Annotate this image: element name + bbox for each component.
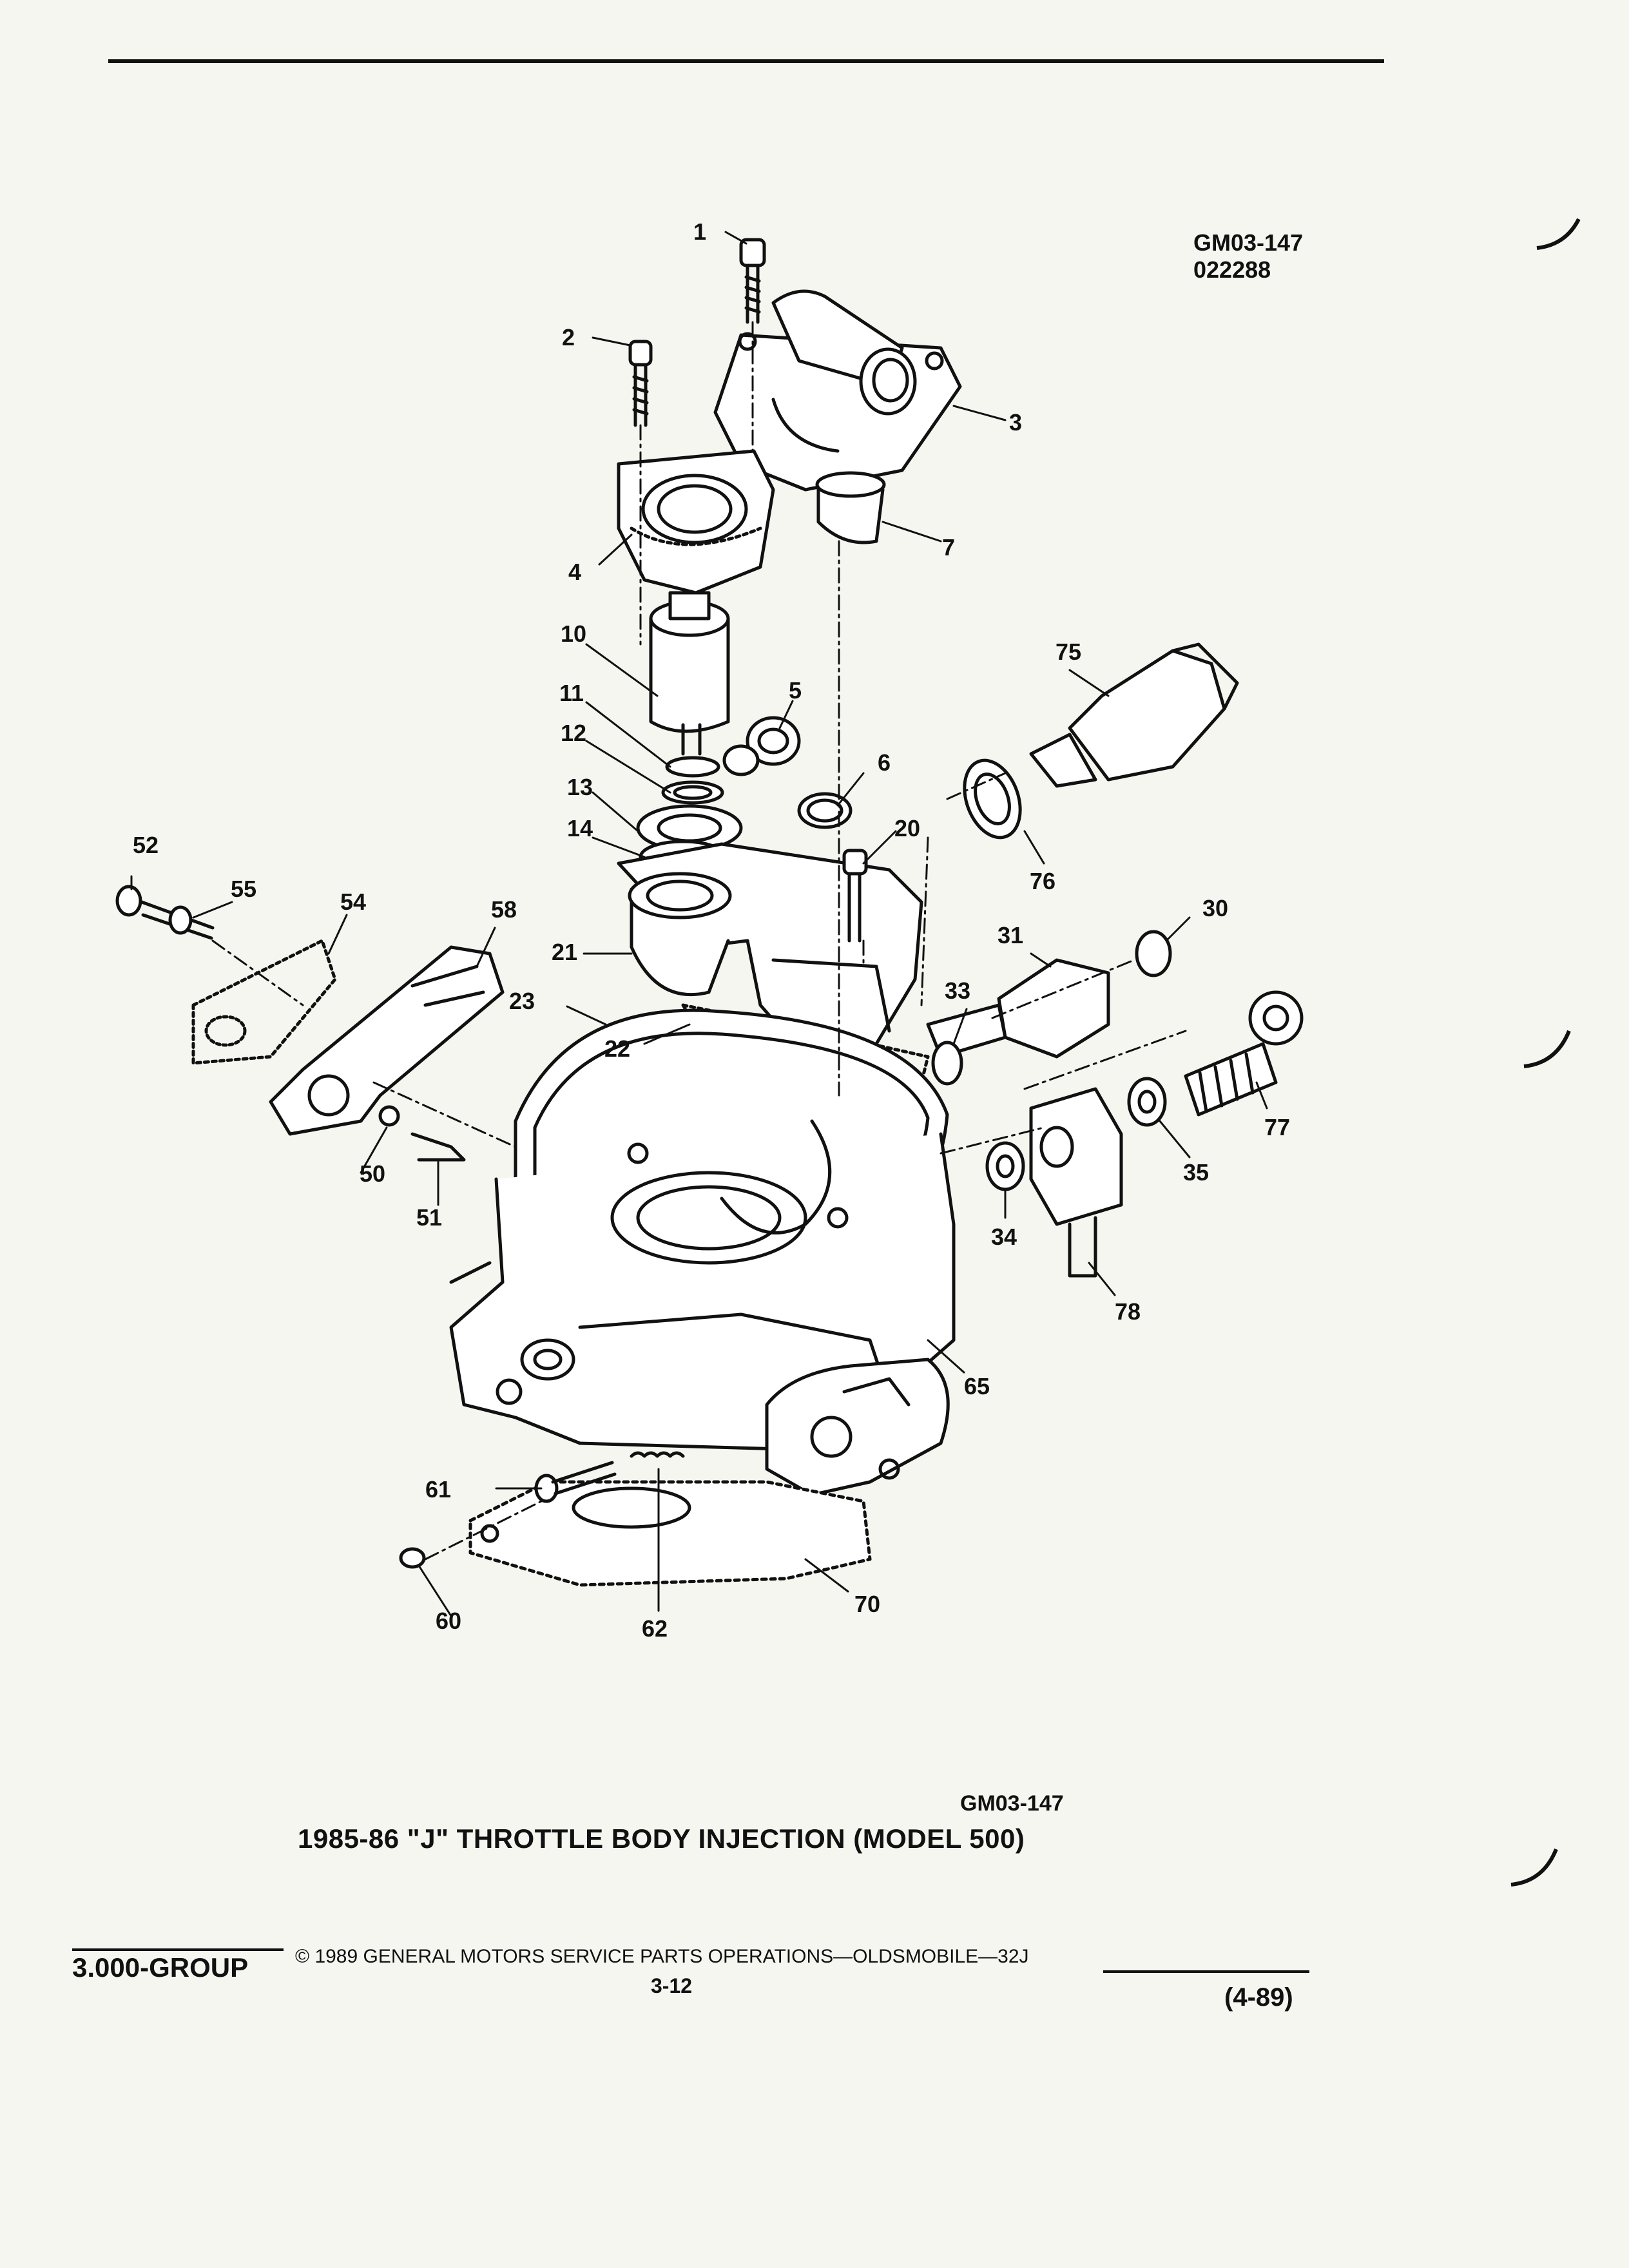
callout-55: 55 <box>231 876 256 902</box>
callout-22: 22 <box>604 1035 630 1062</box>
part-61-screw <box>534 1461 617 1503</box>
group-label: 3.000-GROUP <box>72 1952 249 1983</box>
callout-70: 70 <box>854 1591 880 1617</box>
part-3-fuel-meter-cover <box>713 289 962 492</box>
figure-code: GM03-147 <box>1193 229 1304 256</box>
part-75-idle-air-control <box>1029 642 1239 788</box>
part-21-fuel-meter-body <box>617 842 923 1059</box>
callout-30: 30 <box>1202 895 1228 921</box>
binder-hole-mark <box>1523 1030 1571 1068</box>
part-31-fuel-fitting <box>926 958 1110 1059</box>
callout-23: 23 <box>509 988 535 1014</box>
part-6-oring <box>797 792 853 829</box>
part-35-washer <box>1127 1077 1167 1127</box>
part-78-banjo-fitting <box>1029 1087 1123 1278</box>
callout-61: 61 <box>425 1476 451 1503</box>
part-2-screw <box>628 340 653 427</box>
part-54-gasket <box>191 939 337 1065</box>
part-tps-housing <box>765 1358 950 1497</box>
part-34-washer <box>985 1141 1025 1191</box>
callout-34: 34 <box>991 1224 1017 1250</box>
callout-33: 33 <box>945 977 970 1004</box>
callout-58: 58 <box>491 896 517 923</box>
part-70-base-gasket <box>468 1480 872 1587</box>
part-52-55-screw <box>115 885 215 940</box>
part-4-gasket <box>617 449 775 595</box>
part-76-gasket <box>963 758 1022 840</box>
callout-62: 62 <box>642 1615 668 1642</box>
top-rule <box>108 59 1384 63</box>
part-1-screw <box>739 238 766 324</box>
callout-65: 65 <box>964 1373 990 1399</box>
callout-6: 6 <box>878 749 891 776</box>
part-20-screw <box>842 849 868 943</box>
callout-2: 2 <box>562 324 575 351</box>
caption-figure-code: GM03-147 <box>960 1791 1064 1816</box>
callout-14: 14 <box>567 815 593 841</box>
part-11-12-seals <box>661 756 724 805</box>
figure-caption: 1985-86 "J" THROTTLE BODY INJECTION (MOD… <box>298 1823 1025 1854</box>
part-50-51-clip <box>378 1105 466 1162</box>
callout-10: 10 <box>561 620 586 647</box>
part-60-oring <box>399 1547 426 1569</box>
revision-date: (4-89) <box>1224 1983 1293 2012</box>
callout-1: 1 <box>693 218 706 245</box>
callout-12: 12 <box>561 720 586 746</box>
part-30-oring <box>1135 930 1172 977</box>
callout-13: 13 <box>567 774 593 800</box>
page-number: 3-12 <box>651 1974 693 1997</box>
callout-51: 51 <box>416 1204 442 1231</box>
callout-77: 77 <box>1264 1114 1290 1140</box>
figure-id-block: GM03-147 022288 <box>1193 229 1303 284</box>
callout-35: 35 <box>1183 1159 1209 1186</box>
callout-31: 31 <box>998 922 1023 948</box>
callout-21: 21 <box>552 939 577 965</box>
binder-hole-mark <box>1536 218 1581 250</box>
part-7-pressure-regulator <box>815 471 886 544</box>
callout-4: 4 <box>568 559 581 585</box>
callout-76: 76 <box>1030 868 1055 894</box>
callout-20: 20 <box>894 815 920 841</box>
footer-rule <box>1103 1970 1309 1973</box>
part-5-ring <box>722 716 801 776</box>
part-62-spring <box>630 1451 685 1458</box>
figure-date: 022288 <box>1193 256 1271 283</box>
callout-5: 5 <box>789 677 802 704</box>
callout-50: 50 <box>360 1160 385 1187</box>
part-77-bolt <box>1184 990 1304 1117</box>
callout-11: 11 <box>559 680 584 706</box>
leader-lines <box>130 231 1268 1617</box>
binder-hole-mark <box>1510 1848 1558 1887</box>
callout-78: 78 <box>1115 1298 1141 1325</box>
callout-54: 54 <box>340 889 366 915</box>
callout-75: 75 <box>1055 639 1081 665</box>
copyright-line: © 1989 GENERAL MOTORS SERVICE PARTS OPER… <box>295 1946 1029 1967</box>
part-58-throttle-position-sensor <box>269 945 505 1136</box>
callout-60: 60 <box>436 1608 461 1634</box>
callout-3: 3 <box>1009 409 1022 436</box>
part-10-injector <box>649 591 730 756</box>
callout-52: 52 <box>133 832 159 858</box>
callout-7: 7 <box>942 534 955 561</box>
group-rule <box>72 1948 284 1951</box>
part-33-oring <box>931 1041 963 1086</box>
alignment-lines <box>211 321 1187 1561</box>
